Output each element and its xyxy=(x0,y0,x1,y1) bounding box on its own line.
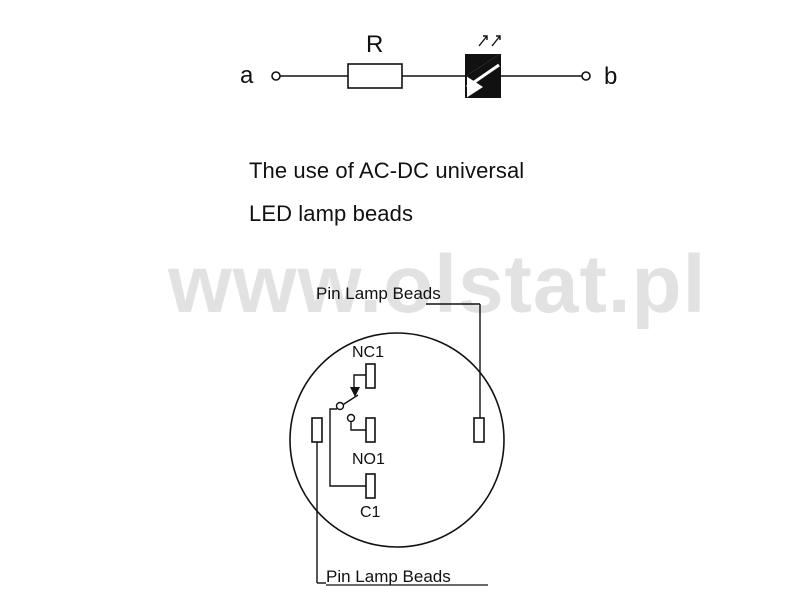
node-a-label: a xyxy=(240,62,254,89)
c1-lead xyxy=(329,408,366,487)
common-contact xyxy=(335,401,345,411)
resistor xyxy=(347,63,403,89)
led-circuit: a R b xyxy=(240,31,617,98)
pin-no1 xyxy=(365,417,376,443)
switch-lever xyxy=(340,394,359,407)
no1-lead xyxy=(350,422,366,431)
terminal-a xyxy=(271,71,281,81)
light-emission-icon xyxy=(478,35,501,47)
pin-lamp-beads-top-label: Pin Lamp Beads xyxy=(316,284,441,303)
pin-nc1 xyxy=(365,363,376,389)
switch-pin-diagram: Pin Lamp Beads NC1 NO1 C1 Pin Lamp Beads xyxy=(289,284,505,586)
nc1-label: NC1 xyxy=(352,344,384,361)
pin-lamp-left xyxy=(311,417,323,443)
node-b-label: b xyxy=(604,63,617,90)
no1-contact xyxy=(346,413,356,423)
no1-label: NO1 xyxy=(352,451,385,468)
c1-label: C1 xyxy=(360,504,381,521)
contact-arrow-icon xyxy=(350,387,360,397)
caption-line-2: LED lamp beads xyxy=(249,201,414,226)
terminal-b xyxy=(581,71,591,81)
watermark: www.olstat.pl xyxy=(168,239,707,330)
pin-lamp-beads-bottom-label: Pin Lamp Beads xyxy=(326,567,451,586)
pin-lamp-right xyxy=(473,417,485,443)
resistor-label: R xyxy=(366,31,383,58)
switch-body-outline xyxy=(289,332,505,548)
nc1-lead xyxy=(353,374,366,387)
led-icon xyxy=(465,54,501,98)
caption-line-1: The use of AC-DC universal xyxy=(249,158,525,183)
pin-c1 xyxy=(365,473,376,499)
